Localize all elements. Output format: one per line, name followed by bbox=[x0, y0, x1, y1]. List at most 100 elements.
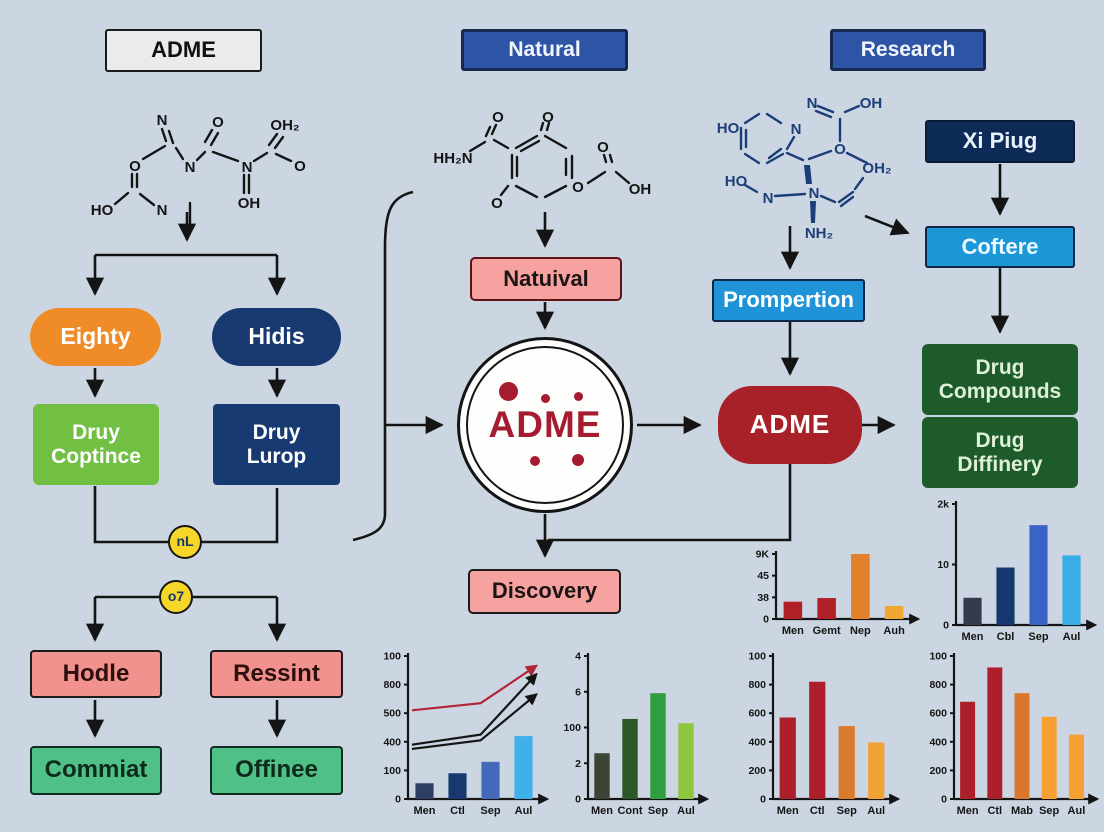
svg-text:200: 200 bbox=[748, 765, 766, 777]
svg-text:Men: Men bbox=[414, 805, 436, 817]
chemical-structure-right: N OH HO N O OH₂ HO N N NH₂ bbox=[717, 95, 892, 242]
node-discovery: Discovery bbox=[468, 569, 621, 614]
adme-circle-label: ADME bbox=[488, 404, 602, 445]
svg-text:Nep: Nep bbox=[850, 625, 871, 637]
node-ressint: Ressint bbox=[210, 650, 343, 698]
svg-text:Aul: Aul bbox=[1063, 631, 1081, 643]
atom-label: HO bbox=[717, 120, 740, 137]
svg-text:38: 38 bbox=[757, 592, 769, 604]
decorative-dot bbox=[541, 394, 550, 403]
svg-text:0: 0 bbox=[760, 794, 766, 806]
svg-text:600: 600 bbox=[929, 708, 947, 720]
node-coftere-label: Coftere bbox=[961, 233, 1039, 259]
svg-text:100: 100 bbox=[748, 651, 766, 663]
svg-text:Sep: Sep bbox=[837, 805, 857, 817]
svg-text:100: 100 bbox=[563, 722, 581, 734]
svg-text:Men: Men bbox=[962, 631, 984, 643]
svg-text:Men: Men bbox=[782, 625, 804, 637]
svg-text:Sep: Sep bbox=[1039, 805, 1059, 817]
node-hidis-label: Hidis bbox=[248, 323, 305, 350]
node-adme-pill: ADME bbox=[718, 386, 862, 464]
svg-text:800: 800 bbox=[383, 679, 401, 691]
node-discovery-label: Discovery bbox=[491, 578, 598, 604]
node-natuival-label: Natuival bbox=[503, 265, 589, 291]
svg-text:800: 800 bbox=[929, 679, 947, 691]
svg-text:Sep: Sep bbox=[648, 805, 668, 817]
svg-text:400: 400 bbox=[383, 736, 401, 748]
atom-label: OH bbox=[238, 195, 261, 212]
node-coftere: Coftere bbox=[925, 226, 1075, 268]
node-druy-lurop: Druy Lurop bbox=[213, 404, 340, 485]
chemical-structure-center: HH₂N O O O O O OH bbox=[433, 109, 652, 212]
node-druy-coptince-line2: Coptince bbox=[51, 444, 141, 468]
node-drug-compounds: Drug Compounds bbox=[922, 344, 1078, 415]
svg-text:500: 500 bbox=[383, 708, 401, 720]
atom-label: O bbox=[572, 179, 584, 196]
svg-text:Mab: Mab bbox=[1011, 805, 1033, 817]
node-commiat: Commiat bbox=[30, 746, 162, 795]
node-druy-lurop-line2: Lurop bbox=[246, 444, 307, 468]
node-druy-lurop-line1: Druy bbox=[252, 420, 301, 444]
atom-label: O bbox=[294, 158, 306, 175]
atom-label: O bbox=[542, 109, 554, 126]
atom-label: O bbox=[597, 139, 609, 156]
svg-text:10: 10 bbox=[937, 559, 949, 571]
svg-text:Aul: Aul bbox=[677, 805, 695, 817]
svg-text:Sep: Sep bbox=[1028, 631, 1048, 643]
svg-text:Men: Men bbox=[957, 805, 979, 817]
atom-label: N bbox=[809, 185, 820, 202]
svg-text:0: 0 bbox=[575, 794, 581, 806]
svg-text:400: 400 bbox=[748, 736, 766, 748]
atom-label: O bbox=[129, 158, 141, 175]
decorative-dot bbox=[572, 454, 584, 466]
node-xi-piug-label: Xi Piug bbox=[962, 128, 1038, 154]
header-natural-label: Natural bbox=[508, 38, 581, 62]
node-prompertion: Prompertion bbox=[712, 279, 865, 322]
header-natural: Natural bbox=[461, 29, 628, 71]
node-commiat-label: Commiat bbox=[44, 756, 148, 784]
node-hodle-label: Hodle bbox=[62, 659, 130, 687]
svg-text:6: 6 bbox=[575, 686, 581, 698]
node-drug-diffinery: Drug Diffinery bbox=[922, 417, 1078, 488]
atom-label: OH bbox=[629, 181, 652, 198]
node-ressint-label: Ressint bbox=[233, 659, 320, 687]
svg-text:0: 0 bbox=[763, 614, 769, 626]
node-drug-diffinery-line2: Diffinery bbox=[957, 452, 1043, 476]
svg-text:0: 0 bbox=[941, 794, 947, 806]
svg-text:45: 45 bbox=[757, 570, 769, 582]
svg-text:100: 100 bbox=[929, 651, 947, 663]
svg-text:Cont: Cont bbox=[617, 805, 642, 817]
svg-text:0: 0 bbox=[943, 620, 949, 632]
decorative-dot bbox=[499, 382, 518, 401]
svg-text:200: 200 bbox=[929, 765, 947, 777]
svg-text:Cbl: Cbl bbox=[997, 631, 1015, 643]
node-drug-compounds-line2: Compounds bbox=[938, 379, 1062, 403]
node-drug-diffinery-line1: Drug bbox=[975, 428, 1025, 452]
node-eighty-label: Eighty bbox=[60, 323, 131, 350]
svg-text:2: 2 bbox=[575, 758, 581, 770]
node-natuival: Natuival bbox=[470, 257, 622, 301]
node-prompertion-label: Prompertion bbox=[723, 287, 854, 313]
node-hidis: Hidis bbox=[212, 308, 341, 366]
node-xi-piug: Xi Piug bbox=[925, 120, 1075, 163]
header-adme: ADME bbox=[105, 29, 262, 72]
atom-label: NH₂ bbox=[805, 225, 833, 242]
decorative-dot bbox=[530, 456, 540, 466]
atom-label: OH bbox=[860, 95, 883, 112]
svg-text:Men: Men bbox=[777, 805, 799, 817]
node-adme-pill-label: ADME bbox=[749, 409, 831, 440]
header-research: Research bbox=[830, 29, 986, 71]
decorative-dot bbox=[574, 392, 583, 401]
adme-circle: ADME bbox=[457, 337, 633, 513]
node-druy-coptince-line1: Druy bbox=[72, 420, 120, 444]
node-druy-coptince: Druy Coptince bbox=[33, 404, 159, 485]
svg-text:400: 400 bbox=[929, 736, 947, 748]
adme-circle-inner-ring: ADME bbox=[466, 346, 624, 504]
